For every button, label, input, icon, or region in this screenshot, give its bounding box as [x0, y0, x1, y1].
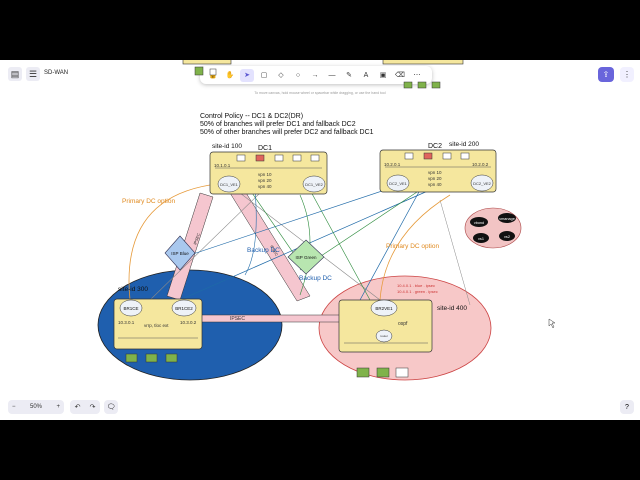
br1-proto: vrrp, tloc ext [144, 323, 169, 328]
vs1-label: vs1 [478, 237, 484, 241]
policy-line-2[interactable]: 50% of branches will prefer DC1 and fall… [200, 121, 356, 128]
share-button[interactable]: ⇪ [598, 67, 614, 82]
library-icon[interactable]: ▤ [8, 67, 22, 81]
dc1-site[interactable]: site-id 100 DC1 10.1.0.1 DC1_VE1 DC1_VE2… [209, 143, 328, 195]
dc2-ip-left: 10.2.0.1 [384, 162, 401, 167]
ipsec-link-branches[interactable] [197, 314, 341, 323]
text-tool[interactable]: A [363, 71, 369, 79]
dc2-ip-right: 10.2.0.2 [472, 162, 489, 167]
controllers[interactable]: vbond vmanage vs1 vs2 [464, 207, 522, 249]
dc2-edge-2: DC2_VE2 [473, 181, 492, 186]
diamond-tool[interactable]: ◇ [278, 72, 284, 79]
primary-dc-label-left[interactable]: Primary DC option [122, 198, 175, 205]
backup-dc-label-1[interactable]: Backup DC [247, 247, 280, 254]
ipsec-label-dc1: IPSEC [192, 232, 201, 245]
undo-redo-controls: ↶ ↷ [70, 400, 100, 414]
partial-port [209, 68, 217, 76]
help-button[interactable]: ? [620, 400, 634, 414]
drawing-toolbar: 🔒 ✋ ➤ ▢ ◇ ○ → — ✎ A ▣ ⌫ ⋯ [200, 66, 432, 84]
br2-ip-green: 10.4.0.1 . green . ipsec [397, 289, 438, 294]
eraser-tool[interactable]: ⌫ [395, 72, 405, 79]
canvas-hint: To move canvas, hold mouse wheel or spac… [254, 91, 386, 95]
dc2-site-label: site-id 200 [449, 141, 479, 148]
br2-proto: ospf [398, 321, 408, 327]
br2-edge: BR2VE1 [375, 306, 393, 311]
undo-icon[interactable]: ↶ [74, 404, 81, 411]
lock-tool[interactable]: 🔒 [208, 72, 218, 79]
dc2-name: DC2 [428, 143, 442, 150]
vs2-label: vs2 [504, 235, 510, 239]
partial-box-left[interactable] [182, 60, 232, 65]
image-tool[interactable]: ▣ [379, 72, 387, 79]
zoom-level[interactable]: 50% [29, 404, 42, 410]
br2-ip-blue: 10.4.0.1 . blue . ipsec [397, 283, 435, 288]
dc2-site[interactable]: DC2 site-id 200 10.2.0.1 10.2.0.2 DC2_VE… [379, 141, 497, 193]
zoom-controls: − 50% + [8, 400, 64, 414]
canvas[interactable]: Control Policy -- DC1 & DC2(DR) 50% of b… [0, 60, 640, 390]
dc2-vpn-3: vpn 40 [428, 182, 442, 187]
dc1-name: DC1 [258, 145, 272, 152]
isp-blue-label: ISP Blue [171, 251, 189, 256]
br1-edge-2: BR1CE2 [175, 306, 193, 311]
isp-green-node[interactable] [287, 239, 325, 275]
partial-switch-4[interactable] [431, 81, 441, 89]
dc2-vpn-2: vpn 20 [428, 176, 442, 181]
ipsec-label-dc2: IPSEC [269, 244, 279, 257]
bottom-bar: − 50% + ↶ ↷ 🗨 ? [0, 398, 640, 418]
policy-line-3[interactable]: 50% of other branches will prefer DC2 an… [200, 129, 374, 136]
vbond-label: vbond [474, 221, 484, 225]
branch-300-site[interactable]: site-id 300 BR1CE BR1CE2 10.3.0.1 10.3.0… [113, 286, 203, 363]
more-menu-button[interactable]: ⋮ [620, 67, 634, 82]
selection-tool[interactable]: ➤ [240, 68, 254, 82]
mouse-cursor-icon [548, 318, 556, 329]
policy-line-1[interactable]: Control Policy -- DC1 & DC2(DR) [200, 113, 303, 120]
dc1-edge-2: DC1_VE2 [305, 182, 324, 187]
app-window: ▤ ☰ SD-WAN 🔒 ✋ ➤ ▢ ◇ ○ → — ✎ A ▣ ⌫ ⋯ ⇪ ⋮ To move can… [0, 60, 640, 420]
zoom-out-button[interactable]: − [12, 404, 16, 410]
branch-400-site-label: site-id 400 [437, 305, 467, 312]
partial-switch-3[interactable] [417, 81, 427, 89]
share-icon: ⇪ [602, 70, 610, 79]
zoom-in-button[interactable]: + [56, 404, 60, 410]
ellipse-tool[interactable]: ○ [295, 71, 301, 79]
arrow-tool[interactable]: → [311, 71, 319, 79]
isp-blue-node[interactable] [164, 235, 196, 271]
dc1-site-label: site-id 100 [212, 143, 242, 150]
menu-icon: ⋮ [623, 70, 631, 79]
dc1-vpn-3: vpn 40 [258, 184, 272, 189]
dc1-edge-1: DC1_VE1 [220, 182, 239, 187]
branch-400-site[interactable]: 10.4.0.1 . blue . ipsec 10.4.0.1 . green… [338, 283, 467, 378]
comment-button[interactable]: 🗨 [104, 400, 118, 414]
ipsec-label-mid: IPSEC [230, 316, 245, 322]
br1-ip-2: 10.3.0.2 [180, 320, 197, 325]
branch-300-site-label: site-id 300 [118, 286, 148, 293]
redo-icon[interactable]: ↷ [89, 404, 96, 411]
rectangle-tool[interactable]: ▢ [260, 72, 268, 79]
dc1-vpn-1: vpn 10 [258, 172, 272, 177]
extra-tools[interactable]: ⋯ [413, 72, 421, 79]
dc1-vpn-2: vpn 20 [258, 178, 272, 183]
br2-router: router [380, 334, 388, 338]
top-bar: ▤ ☰ SD-WAN 🔒 ✋ ➤ ▢ ◇ ○ → — ✎ A ▣ ⌫ ⋯ ⇪ ⋮ [0, 60, 640, 90]
partial-switch-2[interactable] [403, 81, 413, 89]
dc2-vpn-1: vpn 10 [428, 170, 442, 175]
dc2-edge-1: DC2_VE1 [389, 181, 408, 186]
partial-box-right[interactable] [382, 60, 464, 65]
partial-switch[interactable] [194, 66, 204, 76]
draw-tool[interactable]: ✎ [346, 72, 352, 79]
line-tool[interactable]: — [328, 71, 336, 79]
br1-edge-1: BR1CE [123, 306, 138, 311]
primary-dc-label-right[interactable]: Primary DC option [386, 243, 439, 250]
help-icon: ? [625, 403, 629, 411]
app-title: SD-WAN [44, 70, 69, 76]
isp-green-label: ISP Green [296, 255, 317, 260]
dc1-ip: 10.1.0.1 [214, 163, 231, 168]
comment-icon: 🗨 [106, 404, 116, 411]
hamburger-icon[interactable]: ☰ [26, 67, 40, 81]
vmanage-label: vmanage [499, 217, 515, 221]
hand-tool[interactable]: ✋ [225, 72, 235, 79]
br1-ip-1: 10.3.0.1 [118, 320, 135, 325]
backup-dc-label-2[interactable]: Backup DC [299, 275, 332, 282]
